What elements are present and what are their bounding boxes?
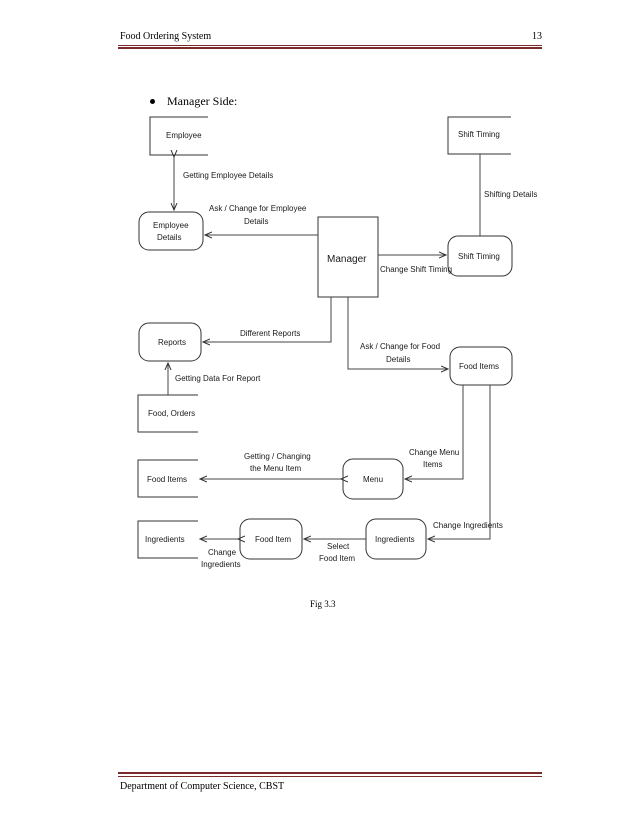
employee-details-process: Employee Details	[138, 211, 204, 251]
flow-label-ask-change-food-1: Ask / Change for Food	[360, 342, 440, 351]
flow-select-food-item: Select Food Item	[304, 539, 366, 563]
header-rule-thick	[118, 47, 542, 49]
food-orders-store: Food, Orders	[137, 394, 198, 433]
flow-getting-data-for-report: Getting Data For Report	[168, 363, 261, 395]
food-items-process-label: Food Items	[459, 362, 499, 371]
flow-label-change-ingredients: Change Ingredients	[433, 521, 503, 530]
flow-label-ask-change-food-2: Details	[386, 355, 410, 364]
flow-label-ask-change-employee-1: Ask / Change for Employee	[209, 204, 307, 213]
flow-change-menu-items: Change Menu Items	[405, 385, 464, 479]
flow-label-getting-data-for-report: Getting Data For Report	[175, 374, 261, 383]
header-rule	[118, 45, 542, 46]
flow-label-getting-changing-menu-2: the Menu Item	[250, 464, 301, 473]
employee-store: Employee	[149, 116, 208, 156]
reports-process: Reports	[138, 322, 202, 362]
flow-label-select-food-item-1: Select	[327, 542, 350, 551]
header-title: Food Ordering System	[120, 31, 212, 42]
food-item-process: Food Item	[239, 518, 303, 560]
flow-ask-change-employee: Ask / Change for Employee Details	[205, 204, 318, 235]
shift-timing-process-label: Shift Timing	[458, 252, 500, 261]
section-bullet: Manager Side:	[150, 94, 237, 109]
flow-label-select-food-item-2: Food Item	[319, 554, 355, 563]
manager-box: Manager	[317, 216, 379, 298]
flow-change-ingredients-2: Change Ingredients	[200, 539, 241, 569]
employee-details-label-2: Details	[157, 233, 181, 242]
section-bullet-text: Manager Side:	[167, 94, 238, 108]
flow-label-change-ingredients-2-2: Ingredients	[201, 560, 241, 569]
flow-label-ask-change-employee-2: Details	[244, 217, 268, 226]
figure-caption: Fig 3.3	[310, 599, 336, 609]
flow-label-getting-employee-details: Getting Employee Details	[183, 171, 273, 180]
reports-label: Reports	[158, 338, 186, 347]
flow-change-ingredients: Change Ingredients	[428, 385, 503, 539]
employee-store-label: Employee	[166, 131, 202, 140]
page-number: 13	[532, 31, 542, 42]
ingredients-store: Ingredients	[137, 520, 198, 559]
ingredients-process: Ingredients	[365, 518, 427, 560]
flow-ask-change-food: Ask / Change for Food Details	[347, 297, 448, 369]
flow-label-change-menu-items-2: Items	[423, 460, 443, 469]
flow-label-change-shift-timing: Change Shift Timing	[380, 265, 452, 274]
food-items-store: Food Items	[137, 459, 198, 498]
shift-timing-store: Shift Timing	[447, 116, 511, 155]
flow-getting-changing-menu: Getting / Changing the Menu Item	[200, 452, 341, 479]
food-items-process: Food Items	[449, 346, 513, 386]
shift-timing-process: Shift Timing	[447, 235, 513, 277]
flow-label-change-menu-items-1: Change Menu	[409, 448, 459, 457]
menu-process: Menu	[342, 458, 404, 500]
food-item-process-label: Food Item	[255, 535, 291, 544]
footer-text: Department of Computer Science, CBST	[120, 781, 285, 792]
flow-getting-employee-details: Getting Employee Details	[174, 157, 273, 210]
ingredients-process-label: Ingredients	[375, 535, 415, 544]
food-items-store-label: Food Items	[147, 475, 187, 484]
employee-details-label-1: Employee	[153, 221, 189, 230]
food-orders-store-label: Food, Orders	[148, 409, 195, 418]
shift-timing-store-label: Shift Timing	[458, 130, 500, 139]
flow-shifting-details: Shifting Details	[479, 154, 537, 236]
manager-label: Manager	[327, 254, 367, 265]
flow-change-shift-timing: Change Shift Timing	[378, 255, 452, 274]
menu-label: Menu	[363, 475, 383, 484]
flow-label-change-ingredients-2-1: Change	[208, 548, 237, 557]
flow-label-different-reports: Different Reports	[240, 329, 300, 338]
bullet-icon	[150, 98, 155, 104]
footer-rule	[118, 776, 542, 777]
flow-label-shifting-details: Shifting Details	[484, 190, 537, 199]
flow-different-reports: Different Reports	[203, 297, 332, 342]
flow-label-getting-changing-menu-1: Getting / Changing	[244, 452, 311, 461]
footer-rule-thick	[118, 772, 542, 774]
ingredients-store-label: Ingredients	[145, 535, 185, 544]
